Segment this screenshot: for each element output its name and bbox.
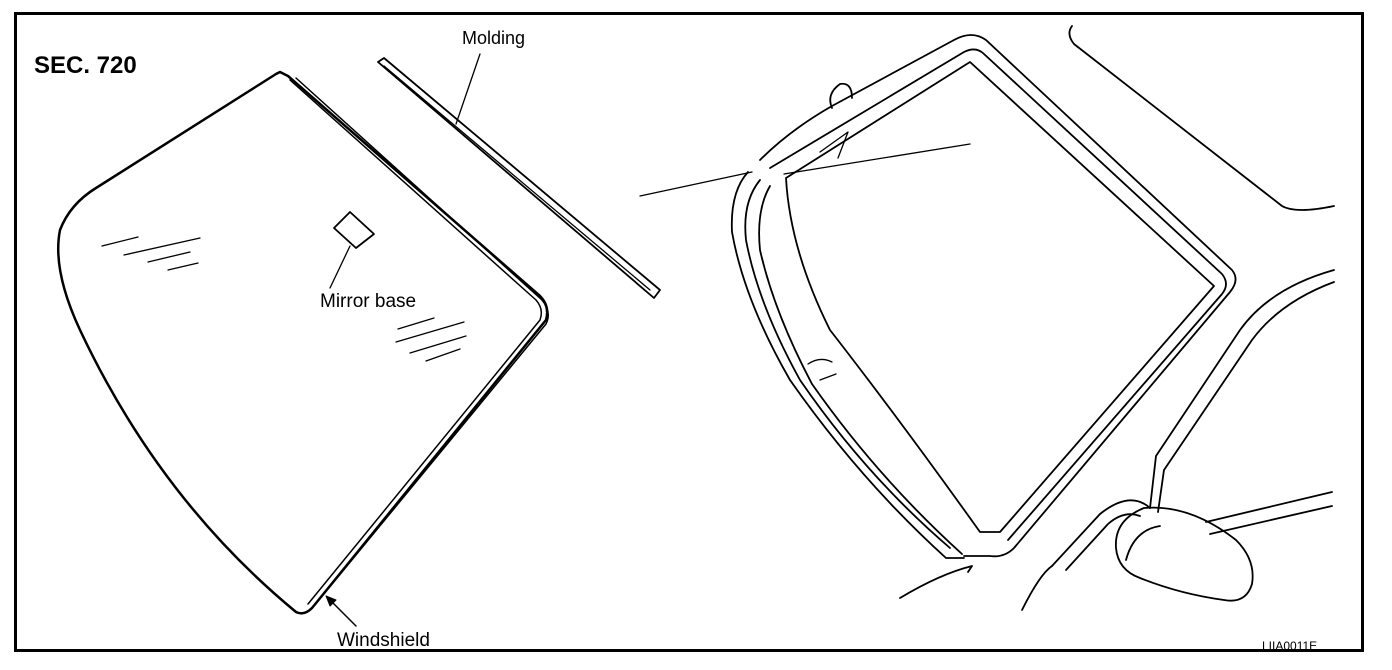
glass-reflection [101,236,467,362]
windshield-arrow [325,595,357,627]
mirror-base-label: Mirror base [320,291,417,312]
diagram-frame [14,12,1364,652]
molding-strip [377,53,661,299]
windshield-label: Windshield [337,630,430,651]
car-body [639,25,1335,611]
section-number: SEC. 720 [34,52,137,79]
mirror-base [329,211,375,289]
figure-code: LIIA0011E [1262,639,1318,653]
windshield-glass [57,70,549,615]
molding-label: Molding [462,28,526,48]
